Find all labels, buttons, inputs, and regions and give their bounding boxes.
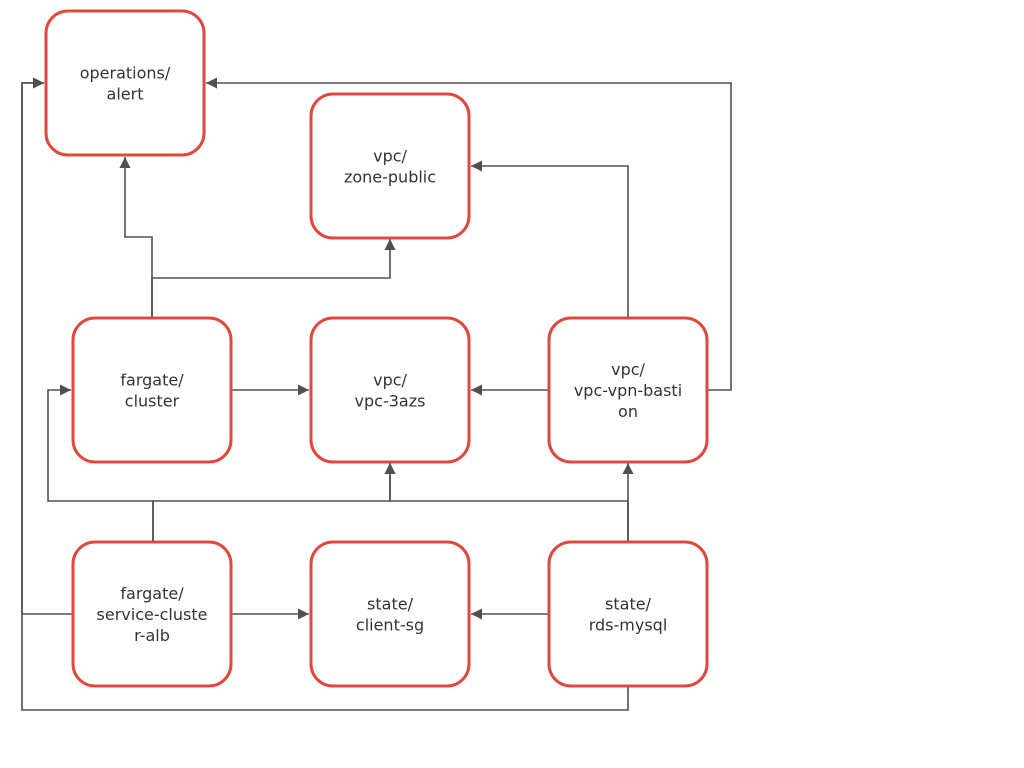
node-label-line: vpc/ bbox=[611, 360, 645, 379]
node-label-line: fargate/ bbox=[120, 584, 184, 603]
node-operations-alert: operations/alert bbox=[44, 9, 206, 157]
node-label-line: vpc-3azs bbox=[355, 392, 426, 411]
node-state-rds-mysql: state/rds-mysql bbox=[547, 540, 709, 688]
node-box bbox=[44, 9, 206, 157]
edge-fargate-cluster-to-operations-alert bbox=[119, 157, 153, 318]
node-label-line: service-cluste bbox=[97, 605, 208, 624]
node-label-line: r-alb bbox=[134, 626, 170, 645]
node-label-line: vpc/ bbox=[373, 147, 407, 166]
edge-state-rds-mysql-to-vpc-vpc-3azs bbox=[384, 463, 629, 542]
node-box bbox=[309, 540, 471, 688]
nodes-layer: operations/alert vpc/zone-public fargate/c… bbox=[44, 9, 709, 688]
node-label-line: vpc/ bbox=[373, 371, 407, 390]
node-box bbox=[547, 316, 709, 464]
node-vpc-vpc-3azs: vpc/vpc-3azs bbox=[309, 316, 471, 464]
edge-fargate-service-cluster-alb-to-vpc-vpc-3azs bbox=[152, 463, 396, 542]
edge-vpc-vpc-vpn-bastion-to-operations-alert bbox=[206, 77, 732, 391]
node-label-line: on bbox=[618, 402, 638, 421]
node-label-line: vpc-vpn-basti bbox=[574, 381, 682, 400]
node-label-line: fargate/ bbox=[120, 371, 184, 390]
edge-fargate-service-cluster-alb-to-operations-alert bbox=[21, 77, 73, 615]
node-label-line: operations/ bbox=[80, 64, 171, 83]
node-box bbox=[71, 316, 233, 464]
node-box bbox=[309, 92, 471, 240]
edge-vpc-vpc-vpn-bastion-to-vpc-zone-public bbox=[471, 160, 629, 318]
node-label-line: zone-public bbox=[344, 168, 436, 187]
edge-state-rds-mysql-to-operations-alert bbox=[21, 77, 629, 711]
node-label-line: alert bbox=[107, 85, 144, 104]
node-label-line: rds-mysql bbox=[589, 616, 668, 635]
edges-layer bbox=[21, 77, 732, 711]
node-fargate-cluster: fargate/cluster bbox=[71, 316, 233, 464]
node-label-line: client-sg bbox=[356, 616, 424, 635]
node-label-line: state/ bbox=[605, 595, 652, 614]
node-box bbox=[309, 316, 471, 464]
node-fargate-service-cluster-alb: fargate/service-cluste r-alb bbox=[71, 540, 233, 688]
node-box bbox=[71, 540, 233, 688]
node-vpc-vpc-vpn-bastion: vpc/vpc-vpn-basti on bbox=[547, 316, 709, 464]
node-vpc-zone-public: vpc/zone-public bbox=[309, 92, 471, 240]
node-label-line: state/ bbox=[367, 595, 414, 614]
edge-fargate-cluster-to-vpc-zone-public bbox=[151, 239, 396, 318]
node-label-line: cluster bbox=[125, 392, 180, 411]
node-box bbox=[547, 540, 709, 688]
node-state-client-sg: state/client-sg bbox=[309, 540, 471, 688]
